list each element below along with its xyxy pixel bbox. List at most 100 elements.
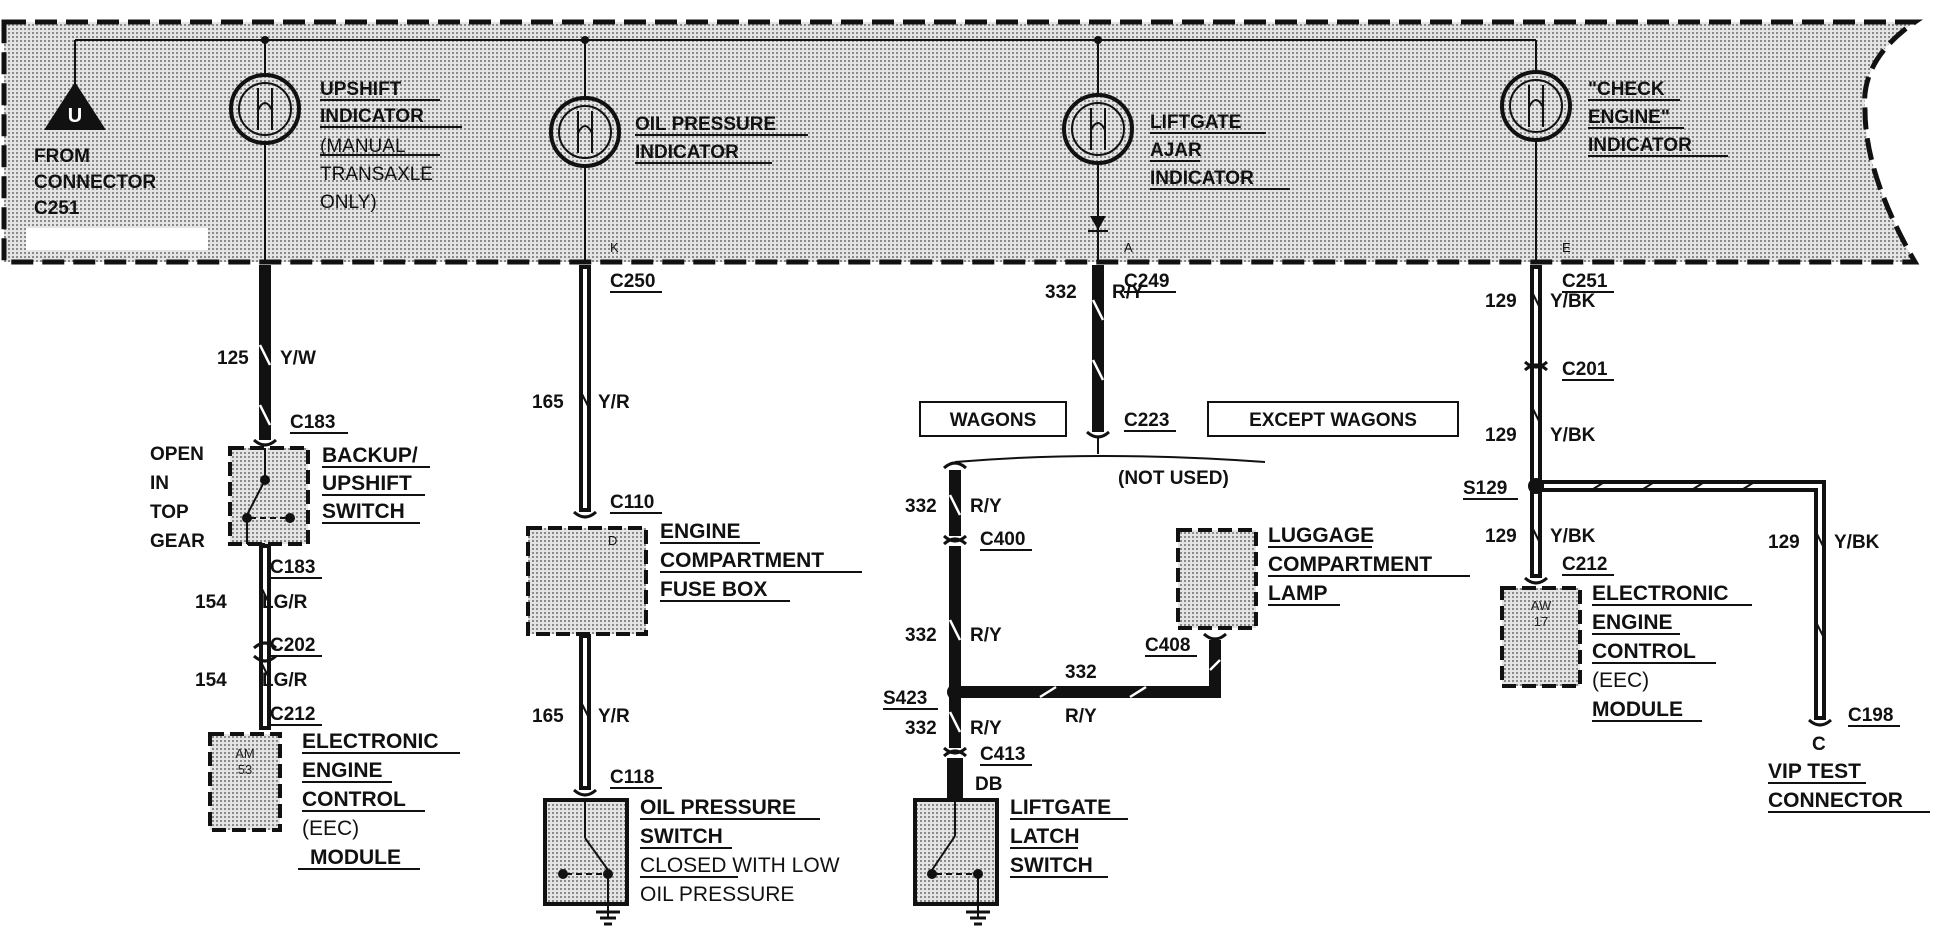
connector-c183a: C183 [290, 412, 335, 433]
connector-c118: C118 [610, 767, 654, 788]
pin-a: A [1124, 240, 1133, 255]
connector-c413: C413 [980, 744, 1025, 765]
panel-white-tab [26, 228, 208, 250]
fuse-box-label: FUSE BOX [660, 578, 767, 601]
eec-right-label: MODULE [1592, 698, 1683, 721]
wire-332-number: 332 [905, 496, 937, 517]
eec-left-label: CONTROL [302, 788, 406, 811]
wire-332-color: R/Y [1112, 282, 1144, 303]
eec-module-left [208, 732, 282, 832]
eec-left-label: ELECTRONIC [302, 730, 439, 753]
source-label-line: FROM [34, 146, 90, 167]
wire-165-number: 165 [532, 706, 564, 727]
backup-switch-label: BACKUP/ [322, 444, 418, 467]
eec-left-pin: AM [235, 746, 255, 761]
splice-s423 [947, 684, 963, 700]
backup-switch-label: UPSHIFT [322, 472, 412, 495]
check-engine-label: "CHECK [1588, 79, 1665, 100]
eec-right-label: (EEC) [1592, 669, 1649, 692]
eec-left-label: (EEC) [302, 817, 359, 840]
except-wagons-label: EXCEPT WAGONS [1249, 410, 1417, 431]
connector-c250: C250 [610, 271, 655, 292]
liftgate-indicator-bulb-icon [1062, 40, 1134, 262]
wire-129-color: Y/BK [1550, 291, 1596, 312]
oil-indicator-label: INDICATOR [635, 142, 739, 163]
pin-k: K [610, 240, 619, 255]
wire-332-number: 332 [1065, 662, 1097, 683]
backup-switch-label: SWITCH [322, 500, 405, 523]
ground-icon [966, 910, 990, 926]
eec-left-pin: 53 [238, 762, 252, 777]
upshift-indicator-note: (MANUAL [320, 136, 406, 157]
connector-c251: C251 [1562, 271, 1608, 292]
upshift-indicator-note: ONLY) [320, 192, 377, 213]
wire-332-luggage [960, 640, 1221, 698]
connector-c212b: C212 [1562, 554, 1607, 575]
wire-129-number: 129 [1485, 291, 1517, 312]
check-engine-label: ENGINE" [1588, 107, 1670, 128]
eec-right-pin: 17 [1534, 614, 1548, 629]
check-engine-indicator-bulb-icon [1500, 40, 1572, 262]
wire-332-color: R/Y [970, 718, 1002, 739]
eec-right-label: ENGINE [1592, 611, 1673, 634]
eec-left-label: MODULE [310, 846, 401, 869]
not-used-label: (NOT USED) [1118, 468, 1229, 489]
wire-db-label: DB [975, 774, 1002, 795]
wire-165-color: Y/R [598, 706, 630, 727]
luggage-compartment-lamp [1176, 528, 1258, 630]
pin-e: E [1562, 240, 1571, 255]
liftgate-switch-label: LIFTGATE [1010, 796, 1111, 819]
engine-fuse-box [526, 526, 648, 636]
pin-c: C [1812, 734, 1826, 755]
oil-switch-label: OIL PRESSURE [640, 883, 794, 906]
connector-c212a: C212 [270, 704, 315, 725]
check-engine-label: INDICATOR [1588, 135, 1692, 156]
connector-c110: C110 [610, 492, 654, 513]
luggage-lamp-label: LUGGAGE [1268, 524, 1374, 547]
eec-right-label: ELECTRONIC [1592, 582, 1729, 605]
connector-c223: C223 [1124, 410, 1169, 431]
connector-c400: C400 [980, 529, 1025, 550]
fuse-box-label: COMPARTMENT [660, 549, 824, 572]
wagons-box [919, 401, 1067, 437]
splice-s423-label: S423 [883, 688, 927, 709]
connector-c408: C408 [1145, 635, 1190, 656]
wire-154-number: 154 [195, 670, 227, 691]
splice-s129-label: S129 [1463, 478, 1507, 499]
wire-165-number: 165 [532, 392, 564, 413]
eec-module-right [1500, 586, 1582, 688]
backup-upshift-switch [228, 446, 310, 546]
wire-332-color: R/Y [970, 496, 1002, 517]
except-wagons-box [1207, 401, 1459, 437]
wire-332-number: 332 [905, 625, 937, 646]
upshift-indicator-label: INDICATOR [320, 106, 424, 127]
connector-c202: C202 [270, 635, 315, 656]
oil-pressure-indicator-bulb-icon [549, 40, 621, 262]
wire-332-number: 332 [1045, 282, 1077, 303]
switch-state-label: IN [150, 473, 169, 494]
wire-154-number: 154 [195, 592, 227, 613]
wire-129-number: 129 [1768, 532, 1800, 553]
oil-switch-label: OIL PRESSURE [640, 796, 796, 819]
pin-d: D [608, 533, 617, 548]
connector-c201: C201 [1562, 359, 1608, 380]
eec-right-pin: AW [1531, 598, 1552, 613]
wire-129-color: Y/BK [1550, 526, 1596, 547]
upshift-indicator-label: UPSHIFT [320, 79, 402, 100]
source-pin-label: U [68, 105, 82, 127]
luggage-lamp-label: LAMP [1268, 582, 1328, 605]
wire-154-color: LG/R [262, 670, 308, 691]
wire-125-color: Y/W [280, 348, 316, 369]
luggage-lamp-label: COMPARTMENT [1268, 553, 1432, 576]
wagon-option-bracket [954, 455, 1266, 463]
vip-connector-label: VIP TEST [1768, 760, 1861, 783]
vip-connector-label: CONNECTOR [1768, 789, 1903, 812]
liftgate-indicator-label: INDICATOR [1150, 168, 1254, 189]
connector-c183b: C183 [270, 557, 315, 578]
wire-129-color: Y/BK [1550, 425, 1596, 446]
oil-switch-label: CLOSED WITH LOW [640, 854, 840, 877]
connector-c249: C249 [1124, 271, 1169, 292]
instrument-cluster-panel [1, 19, 1924, 265]
liftgate-switch-label: SWITCH [1010, 854, 1093, 877]
